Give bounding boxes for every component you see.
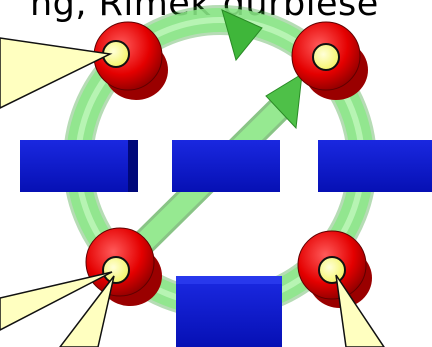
block-left bbox=[20, 140, 138, 192]
node-top-right bbox=[292, 22, 368, 100]
block-bottom bbox=[176, 276, 282, 347]
block-right bbox=[318, 140, 432, 192]
node-bottom-right bbox=[298, 231, 372, 308]
block-middle bbox=[172, 140, 280, 192]
